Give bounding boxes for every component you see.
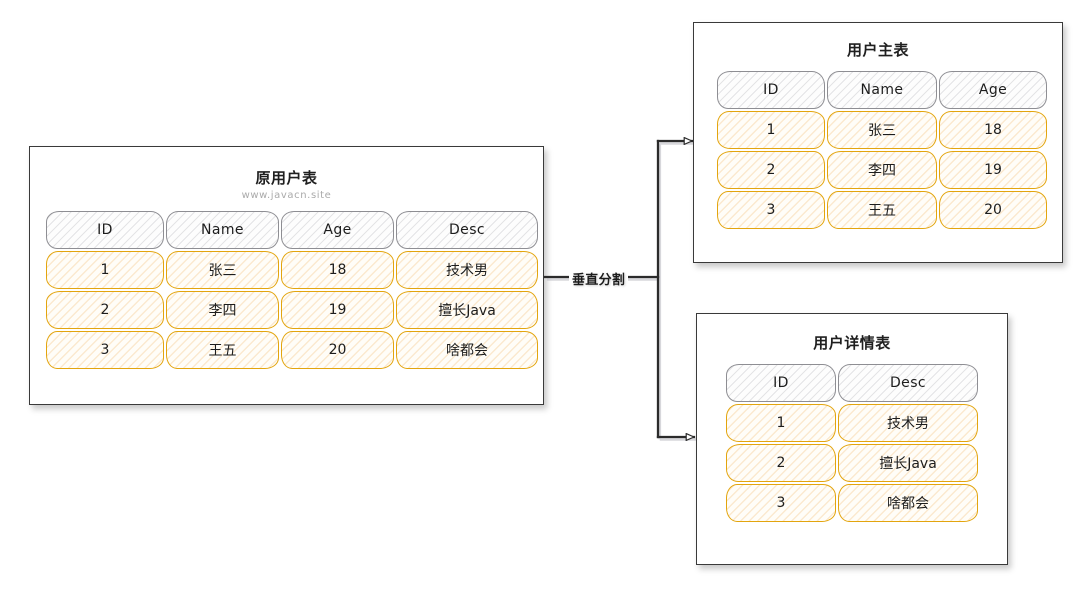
main-table: ID Name Age 1 张三 18 2 李四 19 3 王五 20 bbox=[715, 69, 1049, 231]
source-col-id: ID bbox=[46, 211, 164, 249]
main-col-name: Name bbox=[827, 71, 937, 109]
detail-cell: 啥都会 bbox=[838, 484, 978, 522]
source-cell: 18 bbox=[281, 251, 394, 289]
source-cell: 1 bbox=[46, 251, 164, 289]
detail-cell: 1 bbox=[726, 404, 836, 442]
source-cell: 19 bbox=[281, 291, 394, 329]
main-cell: 18 bbox=[939, 111, 1047, 149]
main-cell: 1 bbox=[717, 111, 825, 149]
detail-cell: 3 bbox=[726, 484, 836, 522]
detail-table: ID Desc 1 技术男 2 擅长Java 3 啥都会 bbox=[724, 362, 980, 524]
main-cell: 李四 bbox=[827, 151, 937, 189]
detail-col-id: ID bbox=[726, 364, 836, 402]
connector-label: 垂直分割 bbox=[569, 268, 629, 289]
table-row: 2 李四 19 bbox=[717, 151, 1047, 189]
detail-col-desc: Desc bbox=[838, 364, 978, 402]
table-row: 3 王五 20 bbox=[717, 191, 1047, 229]
table-row: 3 王五 20 啥都会 bbox=[46, 331, 538, 369]
table-row: 2 李四 19 擅长Java bbox=[46, 291, 538, 329]
main-cell: 2 bbox=[717, 151, 825, 189]
table-row: 3 啥都会 bbox=[726, 484, 978, 522]
source-col-desc: Desc bbox=[396, 211, 538, 249]
detail-cell: 2 bbox=[726, 444, 836, 482]
table-header-row: ID Desc bbox=[726, 364, 978, 402]
main-col-age: Age bbox=[939, 71, 1047, 109]
main-table-panel: 用户主表 ID Name Age 1 张三 18 2 李四 19 bbox=[693, 22, 1063, 263]
detail-table-panel: 用户详情表 ID Desc 1 技术男 2 擅长Java 3 啥都会 bbox=[696, 313, 1008, 565]
source-cell: 3 bbox=[46, 331, 164, 369]
main-panel-title: 用户主表 bbox=[846, 41, 909, 59]
source-cell: 张三 bbox=[166, 251, 279, 289]
source-cell: 技术男 bbox=[396, 251, 538, 289]
source-cell: 20 bbox=[281, 331, 394, 369]
source-table: ID Name Age Desc 1 张三 18 技术男 2 李四 19 擅长J… bbox=[44, 209, 540, 371]
detail-cell: 技术男 bbox=[838, 404, 978, 442]
source-col-age: Age bbox=[281, 211, 394, 249]
source-cell: 王五 bbox=[166, 331, 279, 369]
table-row: 2 擅长Java bbox=[726, 444, 978, 482]
table-row: 1 张三 18 bbox=[717, 111, 1047, 149]
detail-panel-title: 用户详情表 bbox=[813, 334, 891, 352]
source-cell: 擅长Java bbox=[396, 291, 538, 329]
main-cell: 19 bbox=[939, 151, 1047, 189]
table-header-row: ID Name Age bbox=[717, 71, 1047, 109]
main-cell: 3 bbox=[717, 191, 825, 229]
source-panel-title: 原用户表 bbox=[255, 169, 318, 187]
source-cell: 李四 bbox=[166, 291, 279, 329]
table-header-row: ID Name Age Desc bbox=[46, 211, 538, 249]
main-cell: 王五 bbox=[827, 191, 937, 229]
main-cell: 张三 bbox=[827, 111, 937, 149]
source-panel-watermark: www.javacn.site bbox=[241, 190, 332, 201]
main-cell: 20 bbox=[939, 191, 1047, 229]
source-col-name: Name bbox=[166, 211, 279, 249]
source-table-panel: 原用户表 www.javacn.site ID Name Age Desc 1 … bbox=[29, 146, 544, 405]
source-cell: 2 bbox=[46, 291, 164, 329]
main-col-id: ID bbox=[717, 71, 825, 109]
source-cell: 啥都会 bbox=[396, 331, 538, 369]
detail-cell: 擅长Java bbox=[838, 444, 978, 482]
table-row: 1 技术男 bbox=[726, 404, 978, 442]
table-row: 1 张三 18 技术男 bbox=[46, 251, 538, 289]
